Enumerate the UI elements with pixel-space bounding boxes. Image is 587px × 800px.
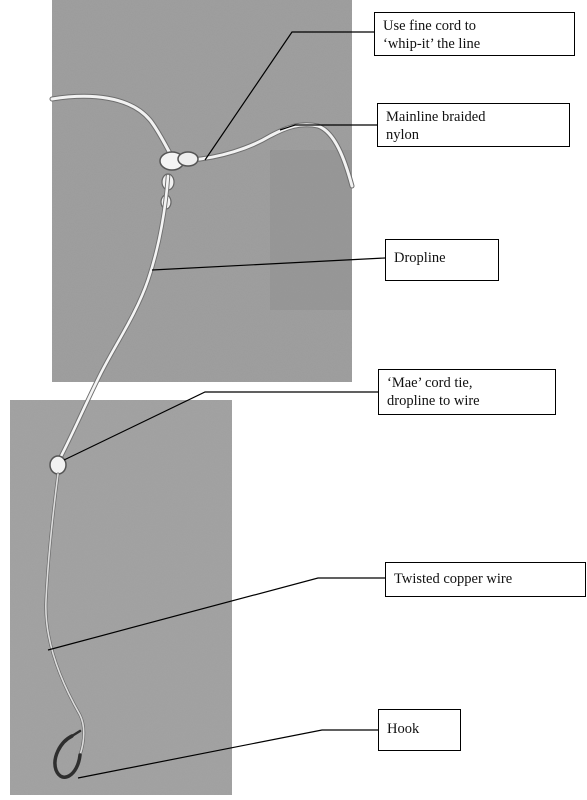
label-copper-wire: Twisted copper wire <box>385 562 586 597</box>
label-whip-it: Use fine cord to ‘whip-it’ the line <box>374 12 575 56</box>
label-mae-cord-tie: ‘Mae’ cord tie, dropline to wire <box>378 369 556 415</box>
mae-cord-tie <box>50 456 66 474</box>
label-mainline: Mainline braided nylon <box>377 103 570 147</box>
top-photo <box>52 0 352 382</box>
bottom-photo <box>10 400 232 795</box>
label-dropline: Dropline <box>385 239 499 281</box>
label-hook: Hook <box>378 709 461 751</box>
